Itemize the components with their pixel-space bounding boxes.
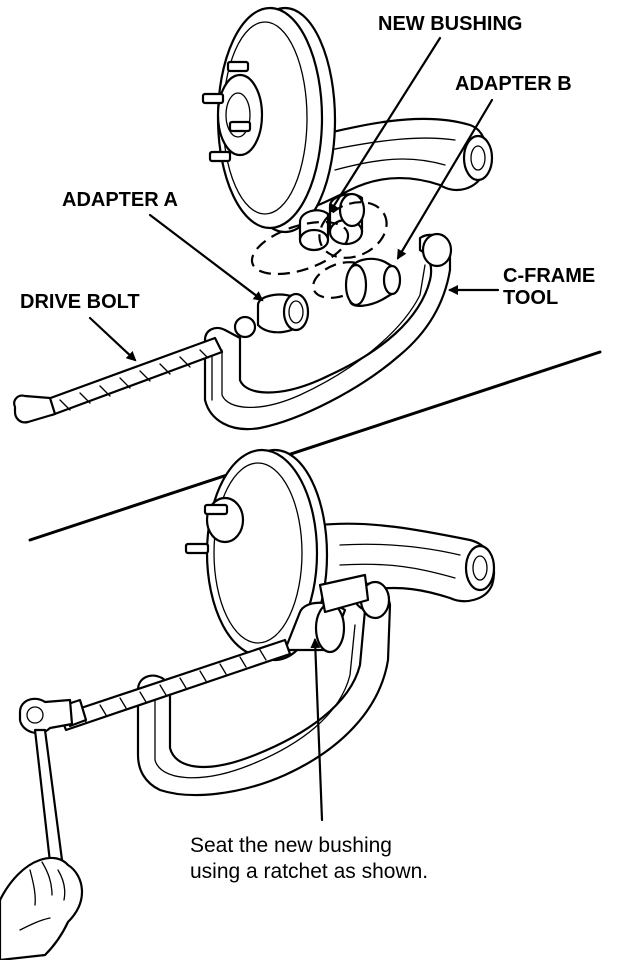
brake-drum-bottom (184, 448, 329, 662)
label-c-frame: C-FRAME (503, 265, 596, 287)
bottom-illustration (0, 448, 496, 960)
label-adapter-a: ADAPTER A (62, 189, 178, 211)
label-new-bushing: NEW BUSHING (378, 13, 523, 35)
arrow-adapter-a (148, 213, 264, 302)
adapter-b (344, 257, 402, 307)
arrow-seat-bushing (310, 638, 324, 822)
leader-lines (88, 36, 500, 822)
drive-bolt-top (13, 315, 257, 424)
arrow-adapter-b (396, 98, 494, 260)
brake-drum-top (201, 6, 337, 234)
c-frame-tool-bottom (136, 573, 392, 797)
arrow-drive-bolt (88, 316, 137, 362)
caption-line-1: Seat the new bushing (190, 834, 392, 857)
top-illustration (13, 6, 494, 431)
wheel-studs-top (201, 60, 252, 163)
c-frame-tool-top (203, 232, 453, 431)
drive-bolt-bottom (58, 638, 292, 732)
wheel-stud-bottom (184, 542, 210, 555)
arrow-new-bushing (328, 36, 442, 214)
hand (0, 856, 84, 960)
label-drive-bolt: DRIVE BOLT (20, 291, 140, 313)
ratchet (18, 697, 74, 864)
caption-line-2: using a ratchet as shown. (190, 860, 429, 883)
seated-bushing (283, 601, 347, 654)
label-c-frame-tool: TOOL (503, 287, 559, 309)
separator-line (28, 350, 602, 542)
label-adapter-b: ADAPTER B (455, 73, 572, 95)
adapter-a (256, 292, 310, 334)
